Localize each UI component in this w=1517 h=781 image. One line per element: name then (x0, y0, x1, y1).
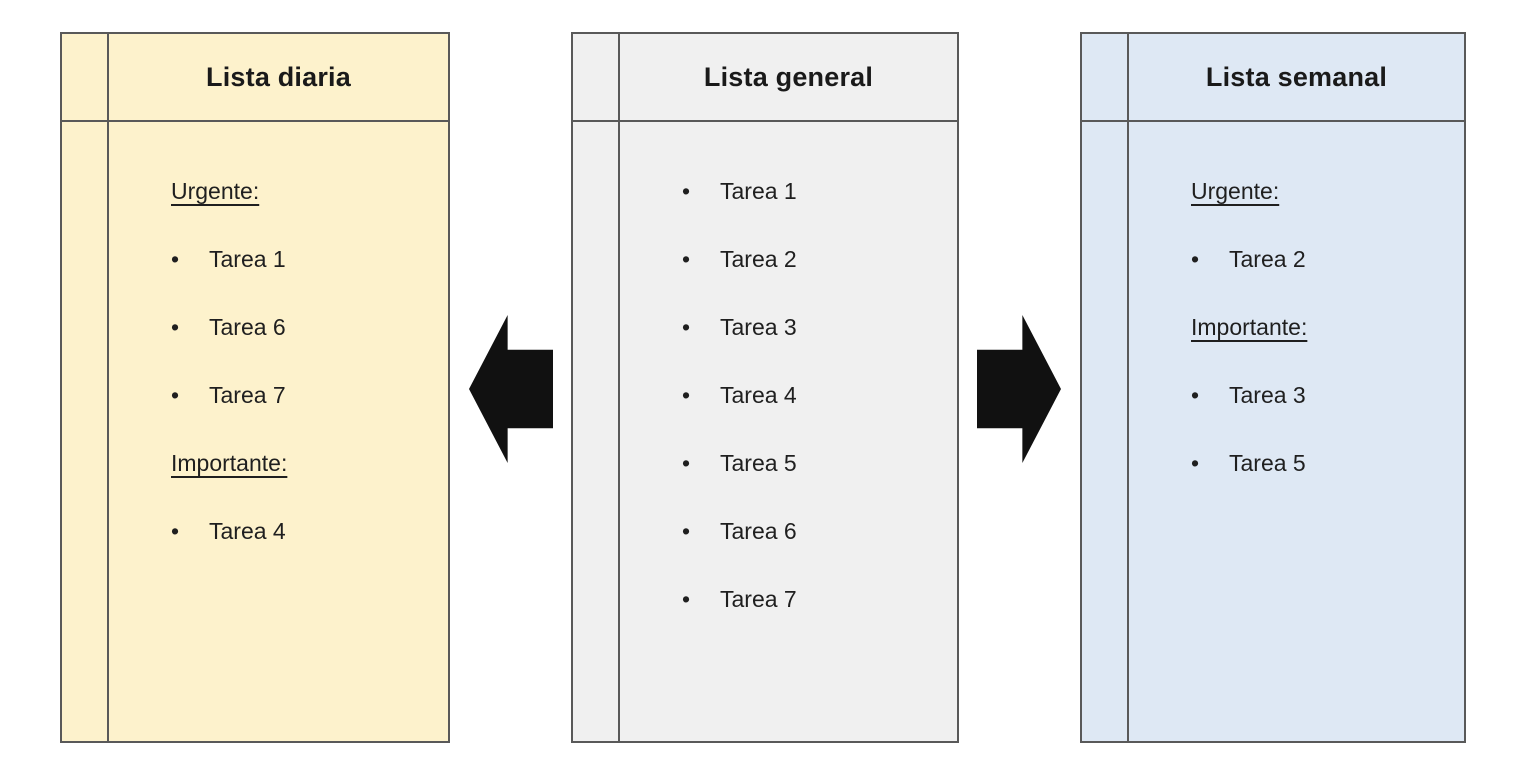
panel-title: Lista diaria (206, 61, 351, 92)
panel-title: Lista semanal (1205, 61, 1388, 92)
panel-lista-general: Lista general • Tarea 1 • Tarea 2 • Tare… (571, 32, 959, 743)
panel-body: Urgente: • Tarea 2 Importante: • Tarea 3… (1129, 122, 1464, 741)
panel-header: Lista general (620, 34, 957, 122)
list-item: • Tarea 6 (682, 517, 797, 544)
list-item: • Tarea 1 (171, 245, 286, 272)
bullet-icon: • (682, 177, 691, 204)
panel-side-strip (62, 122, 109, 741)
panel-title: Lista general (703, 61, 874, 92)
bullet-icon: • (682, 245, 691, 272)
list-item: • Tarea 7 (171, 381, 286, 408)
list-item: • Tarea 1 (682, 177, 797, 204)
list-item: • Tarea 7 (682, 585, 797, 612)
section-heading: Importante: (171, 449, 288, 476)
panel-side-strip (573, 122, 620, 741)
bullet-icon: • (682, 449, 691, 476)
panel-corner-cell (1082, 34, 1129, 122)
arrow-left-icon (469, 315, 553, 463)
panel-side-strip (1082, 122, 1129, 741)
bullet-icon: • (171, 313, 180, 340)
bullet-icon: • (682, 381, 691, 408)
panel-corner-cell (573, 34, 620, 122)
list-item: • Tarea 6 (171, 313, 286, 340)
panel-corner-cell (62, 34, 109, 122)
bullet-icon: • (1191, 245, 1200, 272)
list-item: • Tarea 5 (1191, 449, 1306, 476)
panel-header: Lista diaria (109, 34, 448, 122)
arrow-right-icon (977, 315, 1061, 463)
list-item: • Tarea 2 (682, 245, 797, 272)
bullet-icon: • (1191, 381, 1200, 408)
list-item: • Tarea 3 (682, 313, 797, 340)
bullet-icon: • (682, 517, 691, 544)
panel-lista-diaria: Lista diaria Urgente: • Tarea 1 • Tarea … (60, 32, 450, 743)
bullet-icon: • (1191, 449, 1200, 476)
list-item: • Tarea 2 (1191, 245, 1306, 272)
list-item: • Tarea 4 (682, 381, 797, 408)
bullet-icon: • (171, 517, 180, 544)
bullet-icon: • (171, 245, 180, 272)
panel-header: Lista semanal (1129, 34, 1464, 122)
panel-body: • Tarea 1 • Tarea 2 • Tarea 3 • Tarea 4 … (620, 122, 957, 741)
section-heading: Urgente: (1191, 177, 1280, 204)
section-heading: Importante: (1191, 313, 1308, 340)
panel-body: Urgente: • Tarea 1 • Tarea 6 • Tarea 7 I… (109, 122, 448, 741)
list-item: • Tarea 4 (171, 517, 286, 544)
bullet-icon: • (171, 381, 180, 408)
list-item: • Tarea 5 (682, 449, 797, 476)
panel-lista-semanal: Lista semanal Urgente: • Tarea 2 Importa… (1080, 32, 1466, 743)
section-heading: Urgente: (171, 177, 260, 204)
bullet-icon: • (682, 313, 691, 340)
bullet-icon: • (682, 585, 691, 612)
list-item: • Tarea 3 (1191, 381, 1306, 408)
